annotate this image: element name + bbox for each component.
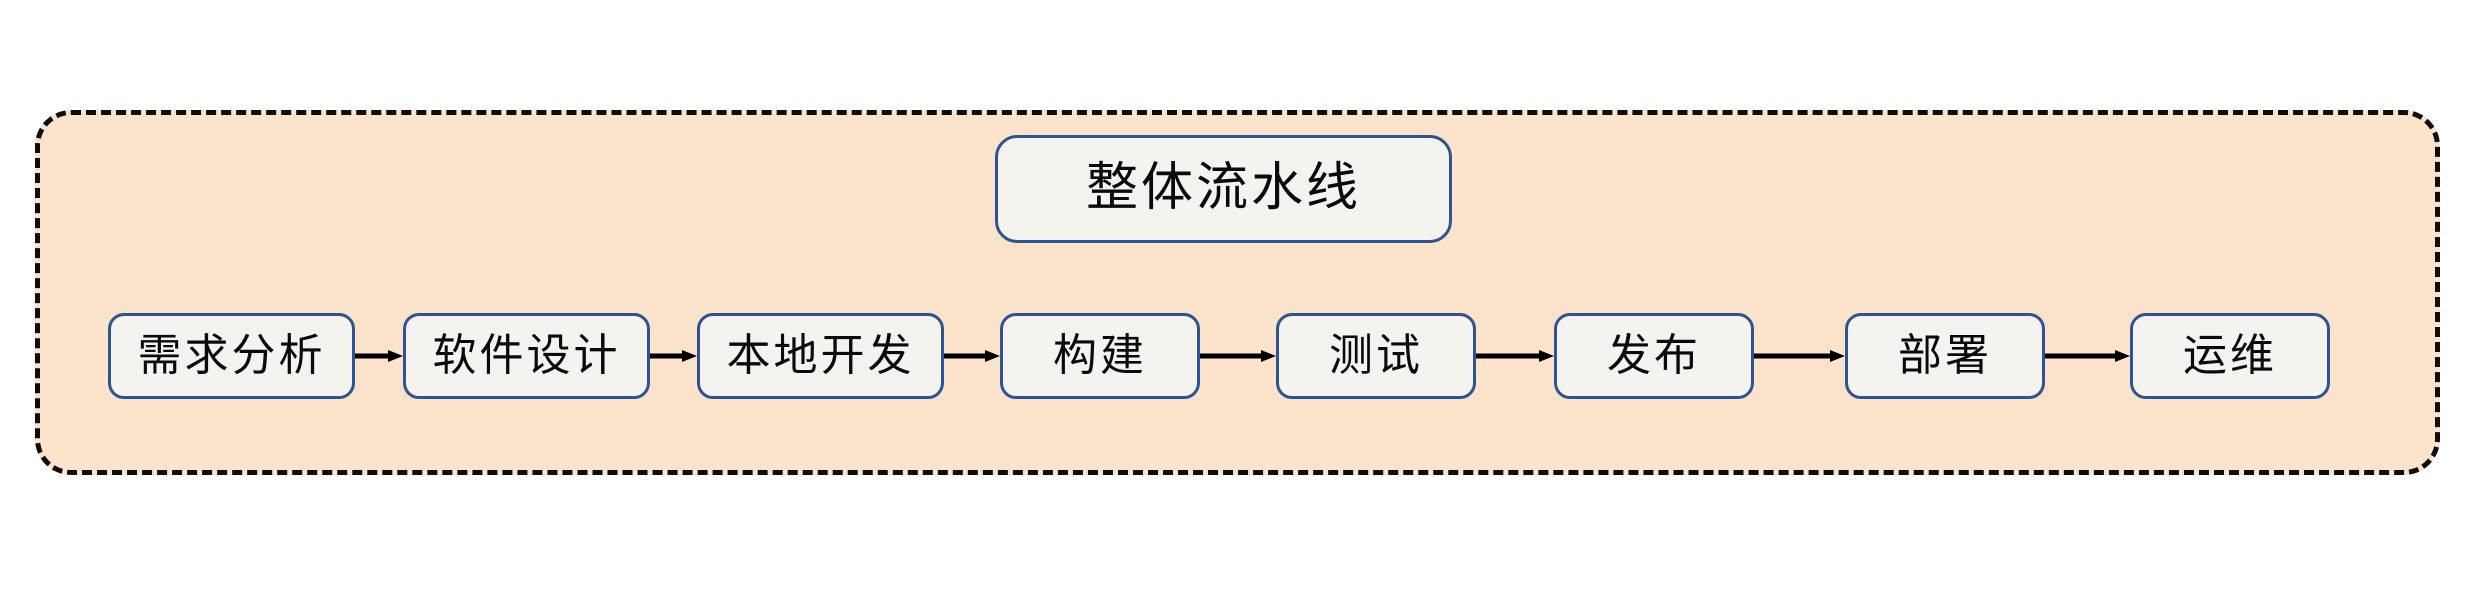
arrow-test-to-release — [1476, 348, 1554, 364]
stage-label-test: 测试 — [1329, 331, 1423, 380]
arrow-deploy-to-operations — [2045, 348, 2130, 364]
arrow-software-design-to-local-development — [650, 348, 697, 364]
stage-label-build: 构建 — [1053, 331, 1147, 380]
stage-label-software-design: 软件设计 — [432, 331, 621, 380]
stage-label-requirements-analysis: 需求分析 — [137, 331, 326, 380]
stage-box-operations[interactable]: 运维 — [2130, 313, 2330, 399]
stage-label-local-development: 本地开发 — [726, 331, 915, 380]
stage-box-requirements-analysis[interactable]: 需求分析 — [108, 313, 355, 399]
pipeline-title-label: 整体流水线 — [1085, 160, 1361, 217]
pipeline-stage-row: 需求分析 软件设计 本地开发 构建 测试 发布 部署 运维 — [0, 313, 2475, 399]
arrow-release-to-deploy — [1754, 348, 1845, 364]
stage-box-build[interactable]: 构建 — [1000, 313, 1200, 399]
stage-box-deploy[interactable]: 部署 — [1845, 313, 2045, 399]
stage-label-deploy: 部署 — [1898, 331, 1992, 380]
arrow-local-development-to-build — [944, 348, 1000, 364]
stage-box-local-development[interactable]: 本地开发 — [697, 313, 944, 399]
stage-label-operations: 运维 — [2183, 331, 2277, 380]
stage-box-test[interactable]: 测试 — [1276, 313, 1476, 399]
arrow-requirements-analysis-to-software-design — [355, 348, 403, 364]
arrow-build-to-test — [1200, 348, 1276, 364]
stage-box-software-design[interactable]: 软件设计 — [403, 313, 650, 399]
pipeline-title-box[interactable]: 整体流水线 — [995, 135, 1452, 243]
stage-box-release[interactable]: 发布 — [1554, 313, 1754, 399]
stage-label-release: 发布 — [1607, 331, 1701, 380]
